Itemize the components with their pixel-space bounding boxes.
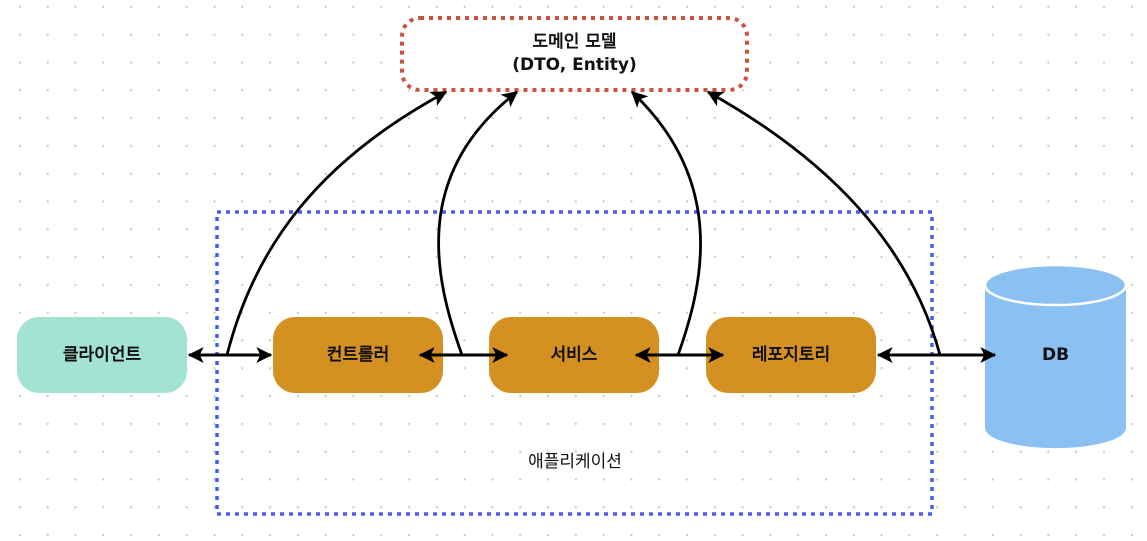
application-container[interactable] <box>215 210 934 516</box>
arrow-controller-link-to-domain <box>437 90 519 356</box>
client-box[interactable] <box>17 317 187 393</box>
service-label: 서비스 <box>550 344 598 365</box>
domain-model-box[interactable] <box>400 16 749 92</box>
application-container-label: 애플리케이션 <box>528 451 622 472</box>
db-label: DB <box>1041 344 1070 365</box>
controller-label: 컨트롤러 <box>326 344 390 365</box>
controller-box[interactable] <box>273 317 443 393</box>
repository-box[interactable] <box>706 317 876 393</box>
arrow-service-link-to-domain <box>631 90 702 356</box>
client-label: 클라이언트 <box>62 344 142 365</box>
arrow-repository-link-to-domain <box>706 90 942 356</box>
repository-label: 레포지토리 <box>751 344 831 365</box>
domain-model-label: 도메인 모델 (DTO, Entity) <box>402 18 747 90</box>
domain-model-subtitle: (DTO, Entity) <box>512 55 637 75</box>
service-box[interactable] <box>489 317 659 393</box>
arrow-client-link-to-domain <box>225 90 448 356</box>
domain-model-title: 도메인 모델 <box>532 32 617 53</box>
db-cylinder[interactable] <box>983 263 1128 449</box>
